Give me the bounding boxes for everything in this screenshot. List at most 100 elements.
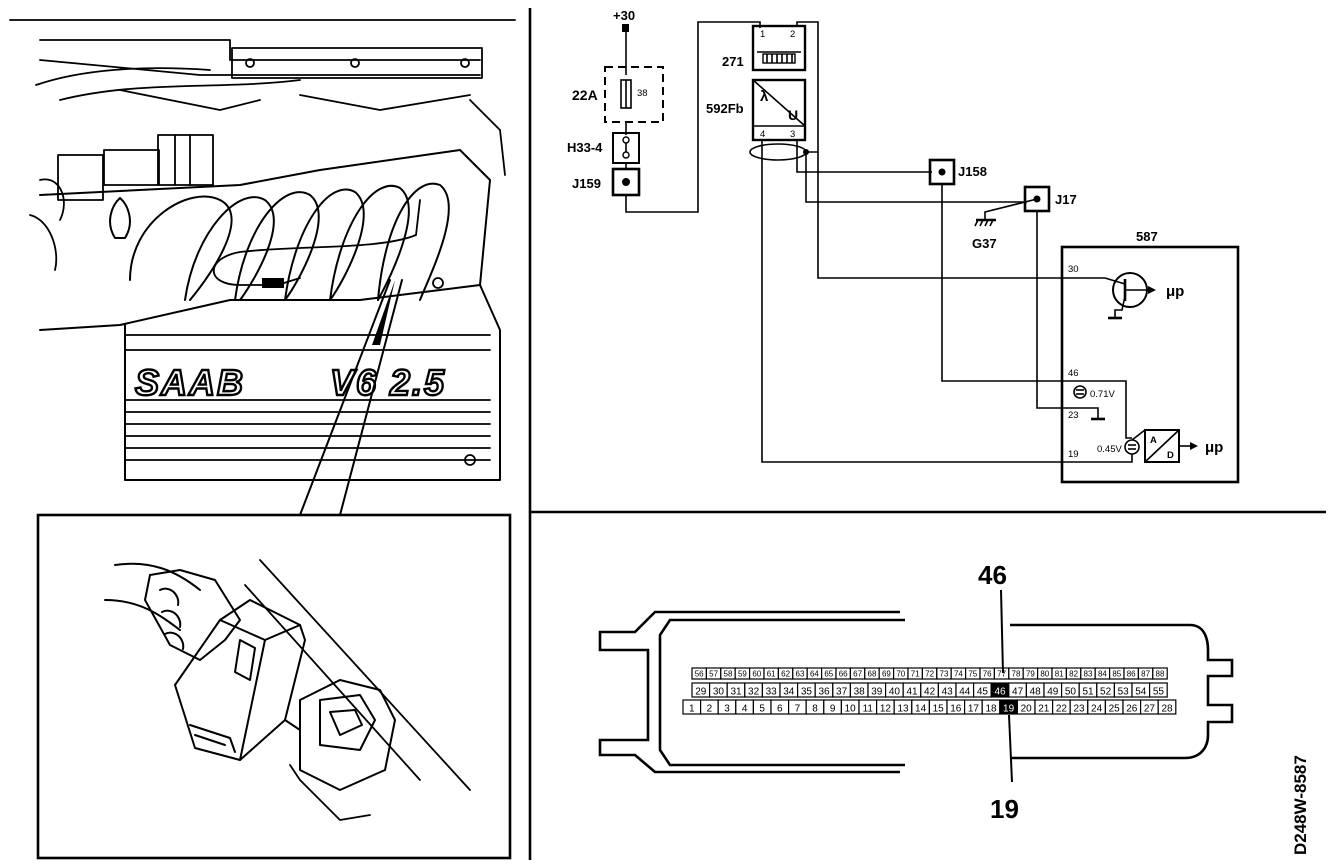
connector-pin-label: 47 xyxy=(1012,687,1024,698)
connector-pin-label: 76 xyxy=(983,670,992,679)
connector-pin-label: 62 xyxy=(781,670,790,679)
connector-pin-label: 83 xyxy=(1084,670,1093,679)
ad-converter-d: D xyxy=(1167,450,1174,461)
ad-converter-a: A xyxy=(1150,435,1157,446)
connector-pin-label: 33 xyxy=(766,687,778,698)
ecu-pin-46: 46 xyxy=(1068,368,1079,379)
connector-pin-label: 26 xyxy=(1126,704,1138,715)
connector-pin-label: 1 xyxy=(689,704,695,715)
relay-pin-2: 2 xyxy=(790,29,795,40)
connector-pin-label: 32 xyxy=(748,687,760,698)
connector-pin-label: 88 xyxy=(1156,670,1165,679)
connector-pin-label: 20 xyxy=(1021,704,1033,715)
connector-pin-cell xyxy=(1152,667,1168,680)
pin-46-pointer xyxy=(1000,589,1004,674)
connector-pin-label: 11 xyxy=(863,704,874,715)
ecu-587-box xyxy=(1060,245,1240,484)
panel-dividers xyxy=(528,8,1326,860)
connector-pin-label: 81 xyxy=(1055,670,1064,679)
connector-pin-label: 37 xyxy=(836,687,848,698)
connector-pin-cell xyxy=(1157,699,1177,715)
connector-pin-label: 8 xyxy=(812,704,818,715)
connector-pin-label: 65 xyxy=(824,670,833,679)
connector-pin-label: 39 xyxy=(871,687,883,698)
connector-pin-label: 43 xyxy=(942,687,954,698)
highlight-pin-top: 46 xyxy=(978,560,1007,590)
connector-pin-label: 82 xyxy=(1069,670,1078,679)
connector-pin-label: 21 xyxy=(1038,704,1050,715)
connector-pin-label: 86 xyxy=(1127,670,1136,679)
ecu-label: 587 xyxy=(1136,229,1158,244)
connector-pin-label: 34 xyxy=(783,687,795,698)
connector-pin-label: 18 xyxy=(985,704,997,715)
highlight-pin-bottom: 19 xyxy=(990,794,1019,824)
connector-pin-label: 63 xyxy=(796,670,805,679)
connector-pin-label: 23 xyxy=(1073,704,1085,715)
connector-j159-label: J159 xyxy=(572,176,601,191)
connector-pin-label: 3 xyxy=(724,704,730,715)
engine-badge-model: V6 2.5 xyxy=(330,362,446,403)
connector-pin-label: 7 xyxy=(795,704,801,715)
relay-pin-1: 1 xyxy=(760,29,765,40)
connector-pin-label: 80 xyxy=(1040,670,1049,679)
connector-pin-label: 54 xyxy=(1135,687,1147,698)
ecu-mu-p-2: μp xyxy=(1205,439,1223,456)
supply-label: +30 xyxy=(613,8,635,23)
connector-pin-label: 42 xyxy=(924,687,936,698)
pin-19-pointer xyxy=(1008,714,1013,783)
connector-pin-label: 10 xyxy=(845,704,857,715)
junction-j17-label: J17 xyxy=(1055,192,1077,207)
connector-pin-label: 69 xyxy=(882,670,891,679)
ecu-pin-30: 30 xyxy=(1068,264,1079,275)
document-id: D248W-8587 xyxy=(1291,755,1310,855)
connector-pin-label: 38 xyxy=(854,687,866,698)
ecu-voltage-1: 0.71V xyxy=(1090,389,1115,400)
connector-pin-label: 48 xyxy=(1030,687,1042,698)
connector-pin-label: 71 xyxy=(911,670,920,679)
connector-pin-label: 16 xyxy=(950,704,962,715)
connector-pin-label: 68 xyxy=(868,670,877,679)
connector-pin-label: 79 xyxy=(1026,670,1035,679)
connector-pin-cell xyxy=(1148,682,1168,698)
connector-pin-label: 73 xyxy=(940,670,949,679)
sensor-label: 592Fb xyxy=(706,101,744,116)
connector-pin-label: 35 xyxy=(801,687,813,698)
connector-pin-label: 40 xyxy=(889,687,901,698)
connector-pin-label: 78 xyxy=(1012,670,1021,679)
connector-pin-label: 77 xyxy=(997,670,1006,679)
fuse-value: 38 xyxy=(637,88,648,99)
sensor-592fb-box xyxy=(751,78,807,142)
connector-pin-label: 70 xyxy=(896,670,905,679)
connector-pin-label: 30 xyxy=(713,687,725,698)
relay-271-box xyxy=(751,24,807,72)
connector-pin-label: 85 xyxy=(1112,670,1121,679)
connector-pin-label: 44 xyxy=(959,687,971,698)
connector-pin-label: 87 xyxy=(1141,670,1150,679)
ecu-mu-p-1: μp xyxy=(1166,283,1184,300)
engine-badge-brand: SAAB xyxy=(135,362,245,403)
sensor-symbol-u: U xyxy=(788,107,798,123)
connector-pin-label: 74 xyxy=(954,670,963,679)
connector-pin-label: 55 xyxy=(1153,687,1165,698)
relay-label: 271 xyxy=(722,54,744,69)
connector-pin-label: 66 xyxy=(839,670,848,679)
connector-inset xyxy=(36,513,512,860)
sensor-pin-4: 4 xyxy=(760,129,765,140)
connector-pin-label: 67 xyxy=(853,670,862,679)
sensor-symbol-lambda: λ xyxy=(760,88,769,105)
connector-pin-label: 59 xyxy=(738,670,747,679)
connector-pin-label: 61 xyxy=(767,670,776,679)
connector-pin-label: 51 xyxy=(1082,687,1094,698)
connector-pin-label: 12 xyxy=(880,704,892,715)
connector-pin-label: 31 xyxy=(730,687,742,698)
connector-pin-label: 15 xyxy=(933,704,945,715)
connector-pin-label: 58 xyxy=(724,670,733,679)
connector-pin-label: 28 xyxy=(1161,704,1173,715)
connector-pin-label: 64 xyxy=(810,670,819,679)
connector-pin-label: 14 xyxy=(915,704,927,715)
connector-pin-label: 25 xyxy=(1109,704,1121,715)
connector-pin-label: 49 xyxy=(1047,687,1059,698)
